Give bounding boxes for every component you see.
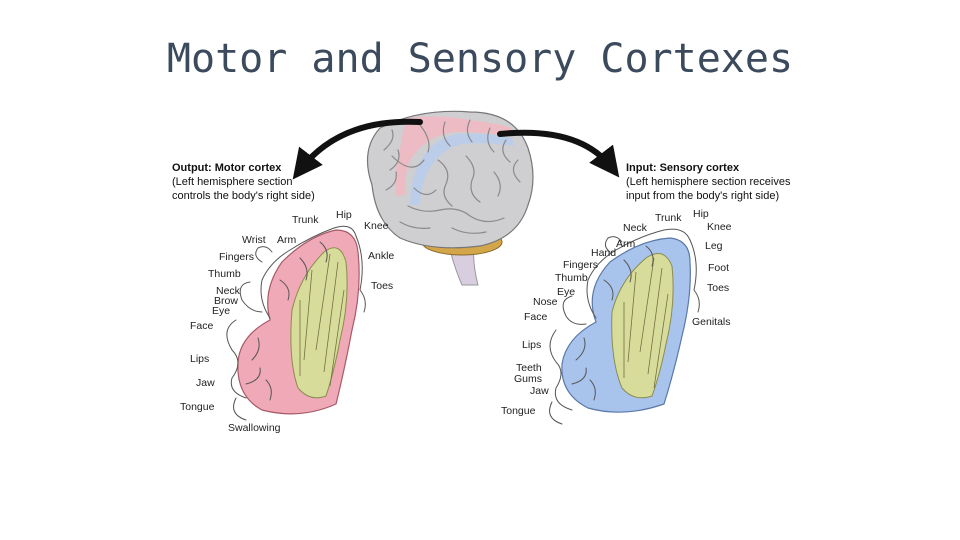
motor-label-toes: Toes <box>371 280 393 292</box>
sensory-label-nose: Nose <box>533 296 558 308</box>
sensory-label-hip: Hip <box>693 208 709 220</box>
motor-label-brow: Brow <box>214 295 238 307</box>
sensory-label-fingers: Fingers <box>563 259 598 271</box>
sensory-label-thumb: Thumb <box>555 272 588 284</box>
motor-desc-line1: (Left hemisphere section <box>172 176 292 188</box>
sensory-cortex-section: Input: Sensory cortex (Left hemisphere s… <box>501 162 791 425</box>
sensory-label-eye: Eye <box>557 286 575 298</box>
sensory-label-tongue: Tongue <box>501 405 536 417</box>
motor-label-trunk: Trunk <box>292 214 319 226</box>
brain-illustration <box>366 110 534 286</box>
slide-title: Motor and Sensory Cortexes <box>166 36 794 82</box>
motor-label-lips: Lips <box>190 353 209 365</box>
motor-label-arm: Arm <box>277 234 297 246</box>
motor-output-arrow <box>292 118 423 180</box>
sensory-label-arm: Arm <box>616 238 636 250</box>
motor-homunculus-outline <box>226 225 366 421</box>
motor-label-knee: Knee <box>364 220 389 232</box>
motor-label-jaw: Jaw <box>196 377 215 389</box>
sensory-label-leg: Leg <box>705 240 723 252</box>
sensory-label-trunk: Trunk <box>655 212 682 224</box>
sensory-header: Input: Sensory cortex <box>626 162 740 174</box>
sensory-strip-highlight <box>410 133 514 205</box>
sensory-label-knee: Knee <box>707 221 732 233</box>
motor-label-swallowing: Swallowing <box>228 422 281 434</box>
motor-gyri-folds <box>245 241 328 401</box>
sensory-input-arrow <box>497 129 620 178</box>
motor-label-hip: Hip <box>336 209 352 221</box>
motor-strip-highlight <box>395 116 512 196</box>
motor-label-neck: Neck <box>216 285 241 297</box>
motor-label-wrist: Wrist <box>242 234 266 246</box>
motor-desc-line2: controls the body's right side) <box>172 190 315 202</box>
sensory-label-jaw: Jaw <box>530 385 549 397</box>
sensory-label-face: Face <box>524 311 548 323</box>
motor-white-matter <box>290 247 348 399</box>
motor-label-eye: Eye <box>212 305 230 317</box>
motor-label-ankle: Ankle <box>368 250 394 262</box>
motor-label-tongue: Tongue <box>180 401 215 413</box>
sensory-label-gums: Gums <box>514 373 542 385</box>
sensory-label-foot: Foot <box>708 262 729 274</box>
motor-label-face: Face <box>190 320 214 332</box>
motor-fiber-lines <box>299 253 345 387</box>
motor-cortex-section: Output: Motor cortex (Left hemisphere se… <box>172 162 394 434</box>
sensory-label-lips: Lips <box>522 339 541 351</box>
sensory-desc-line2: input from the body's right side) <box>626 190 779 202</box>
motor-header: Output: Motor cortex <box>172 162 282 174</box>
brain-sulci <box>383 119 521 234</box>
motor-label-thumb: Thumb <box>208 268 241 280</box>
sensory-label-neck: Neck <box>623 222 648 234</box>
sensory-gyri-folds <box>571 245 654 401</box>
sensory-label-genitals: Genitals <box>692 316 731 328</box>
sensory-label-toes: Toes <box>707 282 729 294</box>
sensory-label-hand: Hand <box>591 247 616 259</box>
sensory-homunculus-outline <box>549 228 700 425</box>
sensory-fiber-lines <box>623 257 669 389</box>
sensory-label-teeth: Teeth <box>516 362 542 374</box>
motor-label-fingers: Fingers <box>219 251 254 263</box>
sensory-desc-line1: (Left hemisphere section receives <box>626 176 791 188</box>
